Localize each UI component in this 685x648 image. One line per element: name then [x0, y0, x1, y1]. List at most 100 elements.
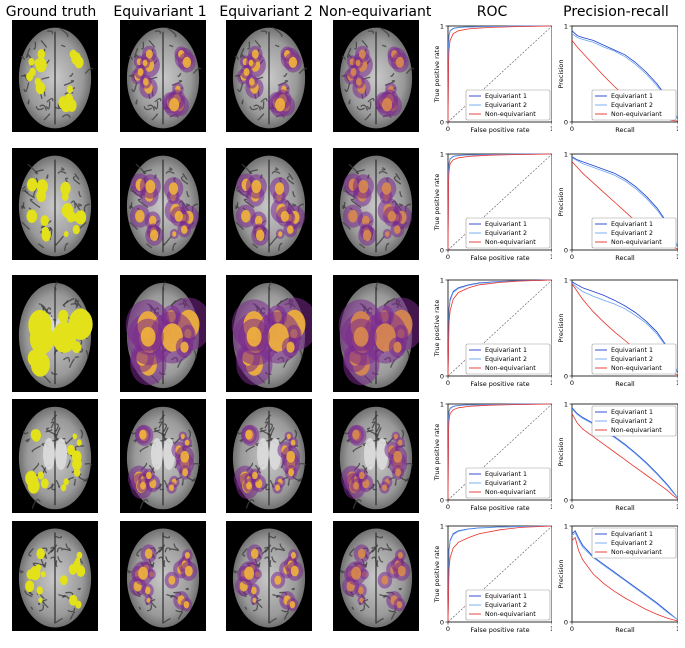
probability-core — [286, 433, 291, 440]
legend-label-1: Equivariant 1 — [485, 593, 527, 600]
lesion-mask — [34, 59, 40, 67]
lesion-mask — [30, 429, 40, 441]
x-tick-label: 0 — [570, 253, 574, 261]
x-axis-label: Recall — [615, 380, 635, 388]
lesion-mask — [52, 322, 77, 353]
legend-label-1: Equivariant 1 — [485, 347, 527, 354]
lesion-mask — [60, 575, 68, 586]
legend-label-1: Equivariant 1 — [611, 347, 653, 354]
brain-panel-ground-truth-row-5 — [12, 521, 98, 631]
y-axis-label: True positive rate — [433, 46, 441, 104]
lesion-mask — [66, 210, 76, 223]
probability-core — [248, 59, 254, 67]
probability-core — [275, 97, 286, 112]
probability-core — [181, 225, 188, 234]
probability-core — [144, 548, 153, 559]
x-axis-label: Recall — [615, 254, 635, 262]
series-line-3 — [447, 25, 552, 123]
probability-core — [182, 56, 192, 68]
legend-label-3: Non-equivariant — [611, 427, 662, 434]
brain-panel-equivariant-1-row-3 — [120, 275, 206, 392]
series-line-3 — [571, 536, 678, 622]
lesion-mask — [76, 565, 86, 577]
x-tick-label: 1 — [550, 503, 552, 511]
series-line-2 — [447, 279, 552, 377]
probability-core — [138, 566, 149, 580]
chance-diagonal — [447, 25, 552, 123]
probability-core — [140, 326, 156, 347]
series-line-3 — [447, 279, 552, 377]
probability-core — [397, 565, 406, 577]
probability-core — [290, 552, 296, 559]
probability-core — [146, 471, 152, 480]
series-line-3 — [447, 403, 552, 501]
x-axis-label: False positive rate — [470, 126, 529, 134]
legend-label-2: Equivariant 2 — [611, 230, 653, 237]
lesion-mask — [36, 548, 45, 560]
y-tick-label: 0 — [440, 618, 444, 626]
x-axis-label: Recall — [615, 626, 635, 634]
legend-label-2: Equivariant 2 — [611, 102, 653, 109]
series-line-2 — [447, 153, 552, 251]
lesion-mask — [60, 97, 72, 113]
probability-core — [145, 49, 153, 59]
lesion-mask — [40, 215, 49, 227]
probability-core — [381, 182, 392, 195]
probability-core — [254, 215, 263, 226]
chance-diagonal — [447, 279, 552, 377]
column-title-ground-truth: Ground truth — [5, 4, 97, 20]
x-tick-label: 0 — [446, 379, 450, 387]
brain-panel-equivariant-2-row-2 — [226, 148, 312, 260]
lesion-mask — [36, 179, 48, 194]
series-line-3 — [447, 153, 552, 251]
probability-core — [244, 566, 255, 580]
y-axis-label: True positive rate — [433, 546, 441, 604]
lesion-mask — [66, 444, 75, 456]
y-tick-label: 1 — [564, 276, 568, 284]
brain-panel-equivariant-1-row-2 — [120, 148, 206, 260]
legend-label-2: Equivariant 2 — [611, 418, 653, 425]
probability-core — [137, 68, 144, 76]
column-title-equivariant-1: Equivariant 1 — [113, 4, 207, 20]
y-tick-label: 0 — [440, 496, 444, 504]
probability-core — [274, 182, 285, 195]
legend-label-2: Equivariant 2 — [485, 230, 527, 237]
probability-core — [280, 210, 289, 222]
legend-label-1: Equivariant 1 — [485, 221, 527, 228]
probability-core — [180, 341, 189, 353]
lesion-mask — [37, 471, 44, 480]
lesion-mask — [71, 450, 82, 464]
chance-diagonal — [447, 153, 552, 251]
brain-panel-ground-truth-row-1 — [12, 20, 98, 132]
series-line-2 — [571, 408, 678, 499]
probability-core — [359, 597, 364, 603]
y-tick-label: 1 — [440, 276, 444, 284]
probability-core — [168, 575, 176, 585]
y-axis-label: True positive rate — [433, 300, 441, 358]
legend-label-3: Non-equivariant — [485, 239, 536, 246]
legend-label-3: Non-equivariant — [611, 239, 662, 246]
probability-core — [169, 97, 180, 112]
lesion-mask — [41, 229, 51, 242]
probability-core — [251, 49, 259, 59]
lesion-mask — [28, 57, 35, 66]
y-axis-label: True positive rate — [433, 174, 441, 232]
probability-core — [395, 56, 405, 68]
chance-diagonal — [447, 403, 552, 501]
x-tick-label: 1 — [550, 379, 552, 387]
probability-core — [139, 429, 147, 440]
legend-label-2: Equivariant 2 — [611, 356, 653, 363]
probability-core — [385, 231, 390, 237]
lesion-mask — [71, 341, 82, 354]
x-tick-label: 1 — [676, 125, 678, 133]
y-tick-label: 1 — [440, 400, 444, 408]
lesion-mask — [72, 433, 78, 440]
probability-core — [355, 59, 361, 67]
